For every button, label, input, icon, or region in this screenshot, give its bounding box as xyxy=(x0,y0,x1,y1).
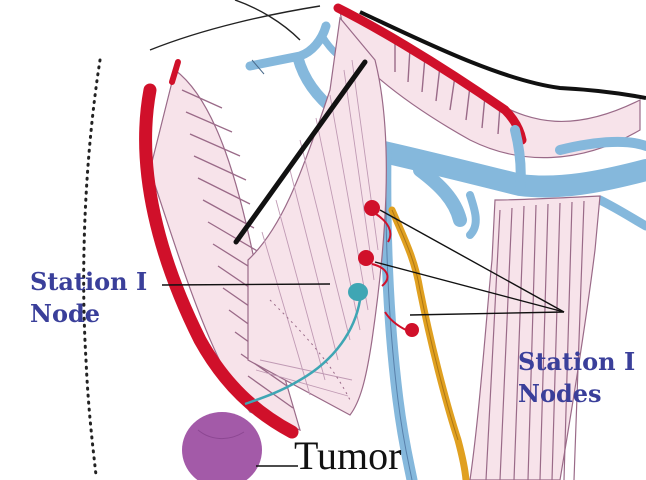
station-two-label-line-2: Nodes xyxy=(518,378,635,410)
station-two-label: Station I Nodes xyxy=(518,346,635,410)
top-contour-lines xyxy=(150,0,320,50)
right-muscle-bundle xyxy=(470,196,600,480)
station-one-label: Station I Node xyxy=(30,266,147,330)
tumor-label: Tumor xyxy=(294,434,401,478)
tumor-mass xyxy=(182,412,262,480)
station-one-label-line-2: Node xyxy=(30,298,147,330)
station-two-label-line-1: Station I xyxy=(518,346,635,378)
station-one-label-line-1: Station I xyxy=(30,266,147,298)
